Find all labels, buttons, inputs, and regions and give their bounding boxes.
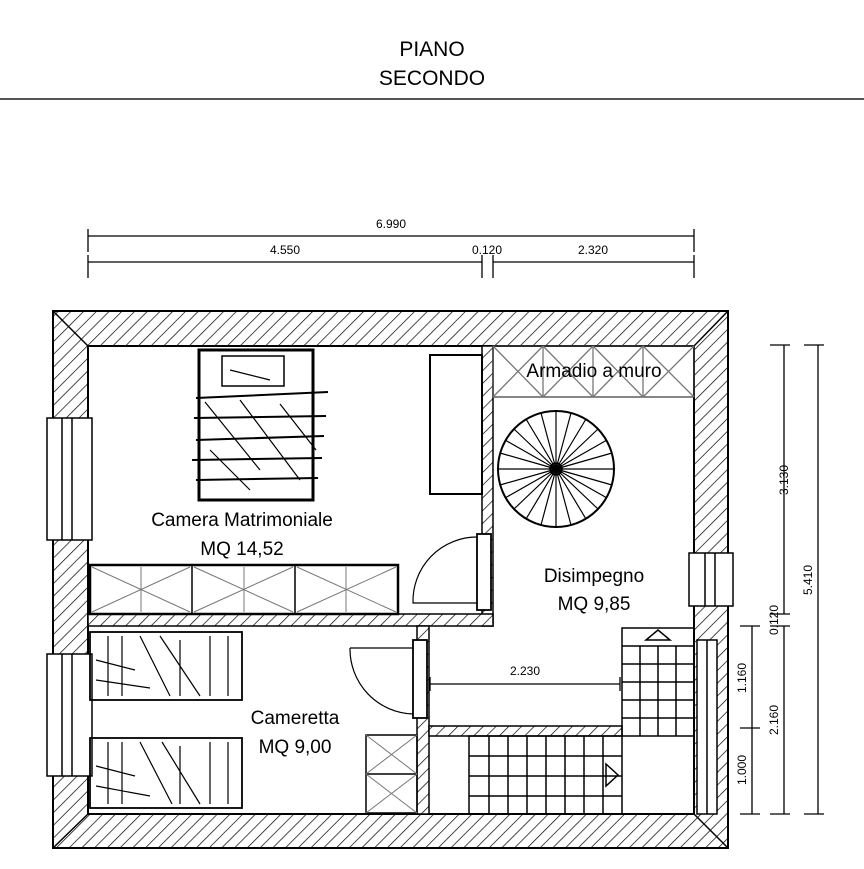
room-small-area: MQ 9,00 bbox=[259, 737, 332, 758]
door-bedroom bbox=[412, 533, 492, 611]
top-dimensions bbox=[87, 229, 695, 278]
dim-corridor: 2.230 bbox=[510, 664, 540, 678]
window-right bbox=[688, 552, 734, 607]
room-bedroom-name: Camera Matrimoniale bbox=[151, 510, 333, 531]
dim-width-mid: 0.120 bbox=[472, 243, 502, 257]
dim-right-mid: 0.120 bbox=[767, 605, 781, 635]
room-hall-name: Disimpegno bbox=[544, 566, 644, 587]
dim-right-lower-total: 2.160 bbox=[767, 705, 781, 735]
dim-width-right: 2.320 bbox=[578, 243, 608, 257]
wardrobe-label: Armadio a muro bbox=[526, 361, 661, 382]
single-bed-top bbox=[89, 631, 243, 701]
dim-right-lower-b: 1.000 bbox=[735, 755, 749, 785]
dim-total-width: 6.990 bbox=[376, 217, 406, 231]
room-bedroom-area: MQ 14,52 bbox=[200, 539, 283, 560]
window-left-upper bbox=[46, 417, 93, 541]
window-left-lower bbox=[46, 653, 93, 777]
dim-right-lower-a: 1.160 bbox=[735, 663, 749, 693]
stairs-horizontal bbox=[468, 735, 623, 815]
dim-right-upper: 3.130 bbox=[777, 465, 791, 495]
spiral-staircase bbox=[497, 410, 615, 528]
floor-title-line1: PIANO bbox=[399, 38, 465, 61]
floor-title-line2: SECONDO bbox=[378, 67, 486, 90]
right-dimensions bbox=[740, 344, 824, 815]
title-divider bbox=[0, 98, 864, 100]
corridor-dimension bbox=[429, 677, 621, 691]
small-room-cabinet bbox=[365, 734, 418, 814]
single-bed-bottom bbox=[89, 737, 243, 809]
wardrobe bbox=[492, 345, 695, 398]
room-small-name: Cameretta bbox=[251, 708, 340, 729]
double-bed bbox=[191, 348, 329, 502]
window-right-lower bbox=[696, 639, 718, 815]
bedroom-desk bbox=[429, 354, 483, 495]
dim-width-left: 4.550 bbox=[270, 243, 300, 257]
stairs-vertical bbox=[621, 627, 695, 737]
bedroom-wardrobe bbox=[88, 563, 400, 616]
door-small-room bbox=[349, 639, 428, 719]
dim-total-height: 5.410 bbox=[801, 565, 815, 595]
room-hall-area: MQ 9,85 bbox=[558, 594, 631, 615]
